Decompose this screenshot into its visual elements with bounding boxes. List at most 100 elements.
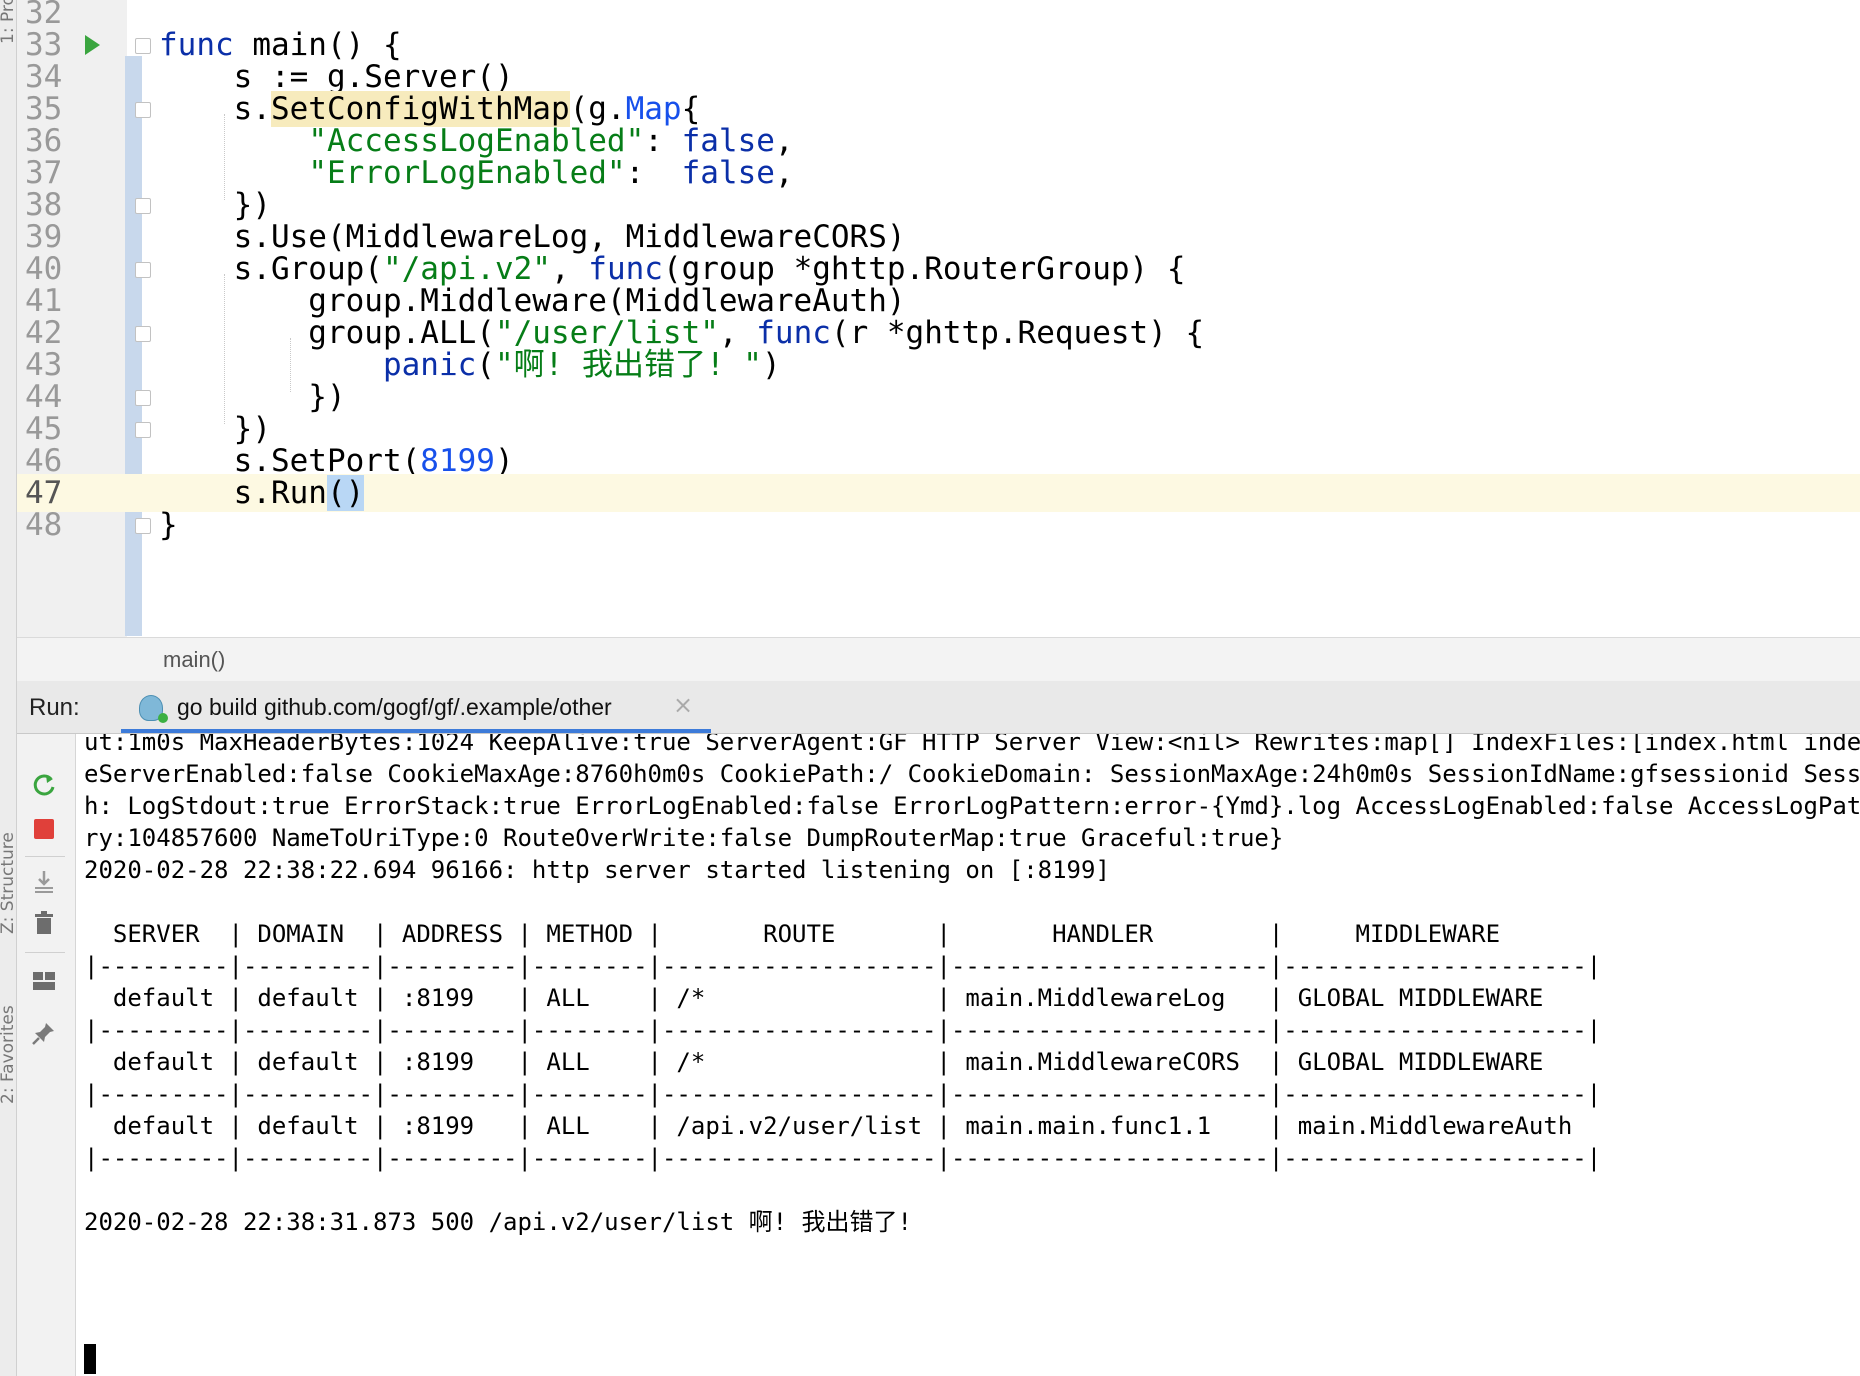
code-token: : [625,155,682,191]
fold-marker-icon[interactable] [135,390,151,406]
fold-marker-icon[interactable] [135,102,151,118]
code-line-40[interactable]: 40 s.Group("/api.v2", func(group *ghttp.… [17,250,1860,288]
code-text: panic("啊! 我出错了! ") [159,346,781,384]
code-token: func [588,251,663,287]
code-text: s.SetConfigWithMap(g.Map{ [159,90,700,128]
code-line-34[interactable]: 34 s := g.Server() [17,58,1860,96]
rerun-icon[interactable] [29,770,59,800]
console-line: |---------|---------|---------|--------|… [84,1144,1602,1172]
side-tab-structure[interactable]: Z: Structure [0,832,18,934]
console-line: default | default | :8199 | ALL | /* | m… [84,984,1544,1012]
code-text: }) [159,378,345,416]
code-line-33[interactable]: 33 func main() { [17,26,1860,64]
line-number-gutter [17,0,127,637]
fold-marker-icon[interactable] [135,262,151,278]
console-line: eServerEnabled:false CookieMaxAge:8760h0… [84,760,1860,788]
code-line-37[interactable]: 37 "ErrorLogEnabled": false, [17,154,1860,192]
toolbar-separator [25,856,65,857]
code-text: }) [159,410,271,448]
code-text: s := g.Server() [159,58,514,96]
fold-marker-icon[interactable] [135,422,151,438]
run-tab[interactable]: go build github.com/gogf/gf/.example/oth… [121,681,711,733]
indent-guide [224,114,226,200]
code-token: ( [476,347,495,383]
line-number: 40 [25,251,63,287]
code-line-45[interactable]: 45 }) [17,410,1860,448]
code-token: func [159,27,234,63]
line-number: 37 [25,155,63,191]
fold-marker-icon[interactable] [135,326,151,342]
code-token: "AccessLogEnabled" [308,123,645,159]
run-tab-title[interactable]: go build github.com/gogf/gf/.example/oth… [177,694,612,720]
console-line: h: LogStdout:true ErrorStack:true ErrorL… [84,792,1860,820]
fold-marker-icon[interactable] [135,38,151,54]
line-number: 46 [25,443,63,479]
side-tab-favorites[interactable]: 2: Favorites [0,1005,18,1104]
code-line-38[interactable]: 38 }) [17,186,1860,224]
code-line-43[interactable]: 43 panic("啊! 我出错了! ") [17,346,1860,384]
code-token: } [159,507,178,543]
code-line-36[interactable]: 36 "AccessLogEnabled": false, [17,122,1860,160]
console-line: default | default | :8199 | ALL | /* | m… [84,1048,1544,1076]
code-token: "ErrorLogEnabled" [308,155,626,191]
code-text: func main() { [159,26,402,64]
code-line-39[interactable]: 39 s.Use(MiddlewareLog, MiddlewareCORS) [17,218,1860,256]
console-line: ut:1m0s MaxHeaderBytes:1024 KeepAlive:tr… [84,734,1860,756]
side-tab-project[interactable]: 1: Project [0,0,18,44]
console-line: |---------|---------|---------|--------|… [84,1016,1602,1044]
code-token: (g. [569,91,626,127]
code-token: { [681,91,701,127]
code-line-48[interactable]: 48} [17,506,1860,544]
run-gutter-icon[interactable] [85,35,100,55]
code-token: panic [382,347,477,383]
trash-icon[interactable] [29,908,59,938]
line-number: 38 [25,187,63,223]
code-token: s.Run [159,475,327,511]
scroll-to-end-icon[interactable] [29,866,59,896]
code-line-41[interactable]: 41 group.Middleware(MiddlewareAuth) [17,282,1860,320]
run-toolbar [17,734,76,1376]
line-number: 43 [25,347,63,383]
code-token: (r *ghttp.Request) { [830,315,1205,351]
fold-marker-icon[interactable] [135,198,151,214]
code-token: , [718,315,757,351]
breadcrumb: main() [17,637,1860,682]
stop-icon[interactable] [29,814,59,844]
code-line-32[interactable]: 32 [17,0,1860,32]
code-text: s.Use(MiddlewareLog, MiddlewareCORS) [159,218,906,256]
code-text: } [159,506,178,544]
code-token: false [681,123,775,159]
active-tab-indicator [121,729,711,733]
code-token: false [681,155,775,191]
layout-icon[interactable] [29,966,59,996]
code-line-46[interactable]: 46 s.SetPort(8199) [17,442,1860,480]
code-line-35[interactable]: 35 s.SetConfigWithMap(g.Map{ [17,90,1860,128]
line-number: 39 [25,219,63,255]
pin-icon[interactable] [29,1018,59,1048]
line-number: 48 [25,507,63,543]
fold-marker-icon[interactable] [135,518,151,534]
code-token: () [326,475,365,511]
console-line: 2020-02-28 22:38:22.694 96166: http serv… [84,856,1110,884]
indent-guide [290,338,292,392]
code-line-47[interactable]: 47 s.Run() [17,474,1860,512]
code-text: group.ALL("/user/list", func(r *ghttp.Re… [159,314,1204,352]
code-token: s := g.Server() [159,59,514,95]
code-token: : [644,123,682,159]
console-output[interactable]: ut:1m0s MaxHeaderBytes:1024 KeepAlive:tr… [76,734,1860,1376]
code-line-42[interactable]: 42 group.ALL("/user/list", func(r *ghttp… [17,314,1860,352]
line-number: 33 [25,27,63,63]
breadcrumb-item[interactable]: main() [163,647,226,672]
line-number: 42 [25,315,63,351]
line-number: 35 [25,91,63,127]
code-line-44[interactable]: 44 }) [17,378,1860,416]
code-token: Map [625,91,682,127]
code-token: group.Middleware(MiddlewareAuth) [159,283,906,319]
close-icon[interactable]: × [673,691,694,719]
gopher-icon [139,695,168,723]
code-token: , [550,251,589,287]
code-token: main() { [233,27,402,63]
code-token: (group *ghttp.RouterGroup) { [662,251,1186,287]
code-text: s.Group("/api.v2", func(group *ghttp.Rou… [159,250,1186,288]
